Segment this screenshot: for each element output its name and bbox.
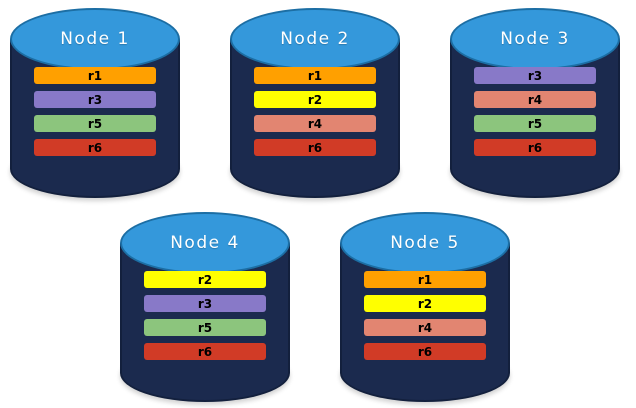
replica-bar-r4[interactable]: r4 <box>253 115 377 132</box>
replica-bar-r6[interactable]: r6 <box>143 343 267 360</box>
replica-bar-r2[interactable]: r2 <box>253 91 377 108</box>
replica-bar-r4[interactable]: r4 <box>363 319 487 336</box>
replica-bar-r6[interactable]: r6 <box>33 139 157 156</box>
database-node-5[interactable]: Node 5 r1 r2 r4 r6 <box>340 212 510 402</box>
replica-label: r5 <box>197 320 213 335</box>
node-label: Node 2 <box>280 28 350 49</box>
replica-label: r6 <box>197 344 213 359</box>
node-label: Node 1 <box>60 28 130 49</box>
replica-bar-r2[interactable]: r2 <box>363 295 487 312</box>
replica-label: r4 <box>417 320 433 335</box>
replica-label: r2 <box>197 272 213 287</box>
cylinder-top-ellipse: Node 3 <box>450 8 620 70</box>
replica-label: r1 <box>307 68 323 83</box>
replica-label: r3 <box>87 92 103 107</box>
replica-list: r1 r2 r4 r6 <box>340 271 510 360</box>
replica-label: r5 <box>527 116 543 131</box>
replica-list: r1 r2 r4 r6 <box>230 67 400 156</box>
node-label: Node 3 <box>500 28 570 49</box>
replica-bar-r1[interactable]: r1 <box>253 67 377 84</box>
replica-label: r1 <box>417 272 433 287</box>
replica-bar-r3[interactable]: r3 <box>473 67 597 84</box>
replica-bar-r6[interactable]: r6 <box>473 139 597 156</box>
replica-label: r6 <box>87 140 103 155</box>
replica-bar-r5[interactable]: r5 <box>143 319 267 336</box>
replica-label: r3 <box>527 68 543 83</box>
replica-list: r3 r4 r5 r6 <box>450 67 620 156</box>
replica-bar-r3[interactable]: r3 <box>143 295 267 312</box>
replica-label: r4 <box>307 116 323 131</box>
replica-label: r5 <box>87 116 103 131</box>
database-node-1[interactable]: Node 1 r1 r3 r5 r6 <box>10 8 180 198</box>
cylinder-top-ellipse: Node 5 <box>340 212 510 274</box>
replica-label: r3 <box>197 296 213 311</box>
replica-bar-r6[interactable]: r6 <box>363 343 487 360</box>
replica-list: r2 r3 r5 r6 <box>120 271 290 360</box>
replica-bar-r2[interactable]: r2 <box>143 271 267 288</box>
node-label: Node 5 <box>390 232 460 253</box>
replica-bar-r3[interactable]: r3 <box>33 91 157 108</box>
node-label: Node 4 <box>170 232 240 253</box>
replica-label: r6 <box>417 344 433 359</box>
replica-list: r1 r3 r5 r6 <box>10 67 180 156</box>
replica-bar-r5[interactable]: r5 <box>33 115 157 132</box>
replica-label: r6 <box>527 140 543 155</box>
cylinder-top-ellipse: Node 4 <box>120 212 290 274</box>
replica-bar-r4[interactable]: r4 <box>473 91 597 108</box>
replica-label: r4 <box>527 92 543 107</box>
replica-label: r2 <box>307 92 323 107</box>
cylinder-top-ellipse: Node 1 <box>10 8 180 70</box>
replica-label: r6 <box>307 140 323 155</box>
replica-bar-r6[interactable]: r6 <box>253 139 377 156</box>
replica-label: r2 <box>417 296 433 311</box>
database-node-2[interactable]: Node 2 r1 r2 r4 r6 <box>230 8 400 198</box>
cylinder-top-ellipse: Node 2 <box>230 8 400 70</box>
replica-label: r1 <box>87 68 103 83</box>
database-node-4[interactable]: Node 4 r2 r3 r5 r6 <box>120 212 290 402</box>
replica-bar-r1[interactable]: r1 <box>33 67 157 84</box>
database-node-3[interactable]: Node 3 r3 r4 r5 r6 <box>450 8 620 198</box>
replica-bar-r5[interactable]: r5 <box>473 115 597 132</box>
replica-bar-r1[interactable]: r1 <box>363 271 487 288</box>
